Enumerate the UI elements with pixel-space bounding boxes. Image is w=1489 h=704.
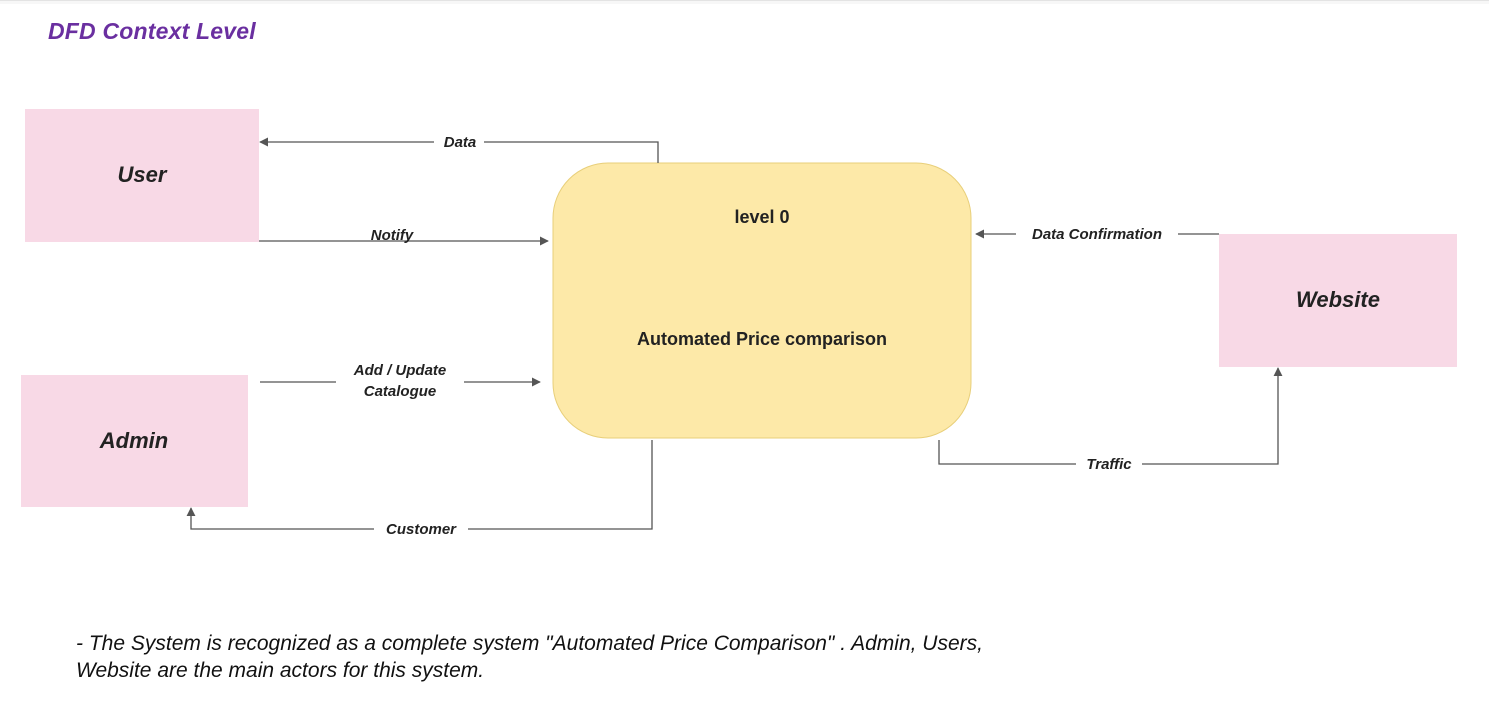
flow-data-label: Data bbox=[444, 134, 477, 151]
flow-add-update-label-line1: Add / Update bbox=[353, 362, 447, 379]
flow-customer-arrow bbox=[186, 440, 653, 530]
admin-entity-label: Admin bbox=[99, 428, 168, 453]
flow-add-update-label-line2: Catalogue bbox=[364, 383, 437, 400]
page-title: DFD Context Level bbox=[48, 18, 256, 44]
flow-customer-label: Customer bbox=[386, 521, 457, 538]
description-line-2: Website are the main actors for this sys… bbox=[76, 659, 485, 682]
flow-traffic-label: Traffic bbox=[1086, 456, 1132, 473]
process-node[interactable] bbox=[552, 162, 972, 439]
user-entity-label: User bbox=[118, 162, 168, 187]
description-note: - The System is recognized as a complete… bbox=[76, 630, 1176, 684]
process-level-label: level 0 bbox=[734, 207, 789, 227]
admin-entity[interactable] bbox=[21, 375, 248, 507]
process-name-label: Automated Price comparison bbox=[637, 329, 887, 349]
flow-traffic-arrow bbox=[938, 367, 1283, 465]
top-border bbox=[0, 0, 1489, 4]
user-entity[interactable] bbox=[25, 109, 259, 242]
website-entity-label: Website bbox=[1296, 287, 1380, 312]
description-line-1: - The System is recognized as a complete… bbox=[76, 632, 983, 655]
website-entity[interactable] bbox=[1219, 234, 1457, 367]
flow-notify-label: Notify bbox=[371, 227, 414, 244]
flow-data-arrow bbox=[259, 137, 659, 163]
flow-data-confirmation-label: Data Confirmation bbox=[1032, 226, 1162, 243]
